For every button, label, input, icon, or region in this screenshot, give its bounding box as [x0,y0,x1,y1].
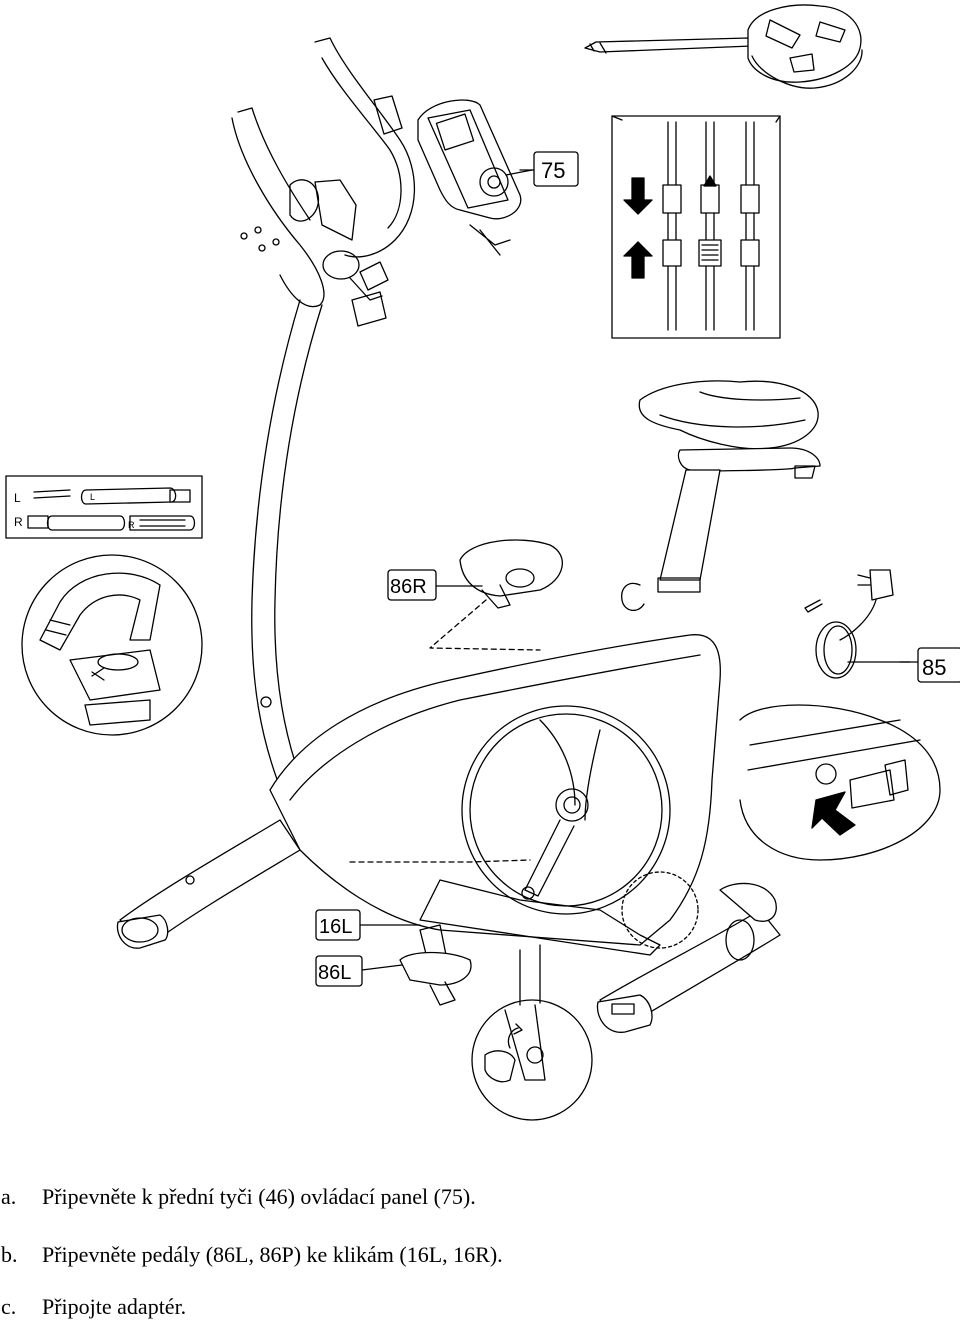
callout-box-86r [387,569,437,601]
step-letter: b. [1,1242,18,1267]
seat [621,380,821,611]
step-text: Připevněte k přední tyči (46) ovládací p… [42,1184,476,1209]
handlebar [231,37,416,327]
callout-box-75 [533,151,579,187]
screws-icon [240,226,280,252]
strap-detail-box [5,475,203,539]
callout-label-75: 75 [541,158,565,183]
front-stabilizer [116,819,301,949]
callout-box-85 [917,647,960,683]
console-unit [417,99,533,256]
right-pedal [435,539,563,609]
left-pedal [399,924,472,1006]
rear-stabilizer [596,871,781,1033]
step-letter: a. [1,1184,17,1209]
wrench-tool-icon [584,4,863,89]
strap-left-mark: L [14,491,21,505]
callout-label-86r: 86R [390,576,427,598]
frame-downtube [251,299,323,801]
assembly-illustration: 75 85 86R 16L 86L L R L R [5,4,960,1121]
callout-leaders [359,169,919,971]
strap-left-inner-mark: L [90,492,95,502]
strap-circle-detail [21,554,203,736]
callout-label-85: 85 [922,655,946,680]
power-adapter [804,569,911,679]
step-letter: c. [1,1294,17,1319]
strap-right-mark: R [14,515,23,529]
crank-detail-circle [471,944,593,1121]
wiring-detail-box [611,115,781,339]
step-text: Připevněte pedály (86L, 86P) ke klikám (… [42,1242,503,1267]
callout-box-16l [315,909,361,941]
step-text: Připojte adaptér. [42,1294,187,1319]
callout-box-86l [315,955,363,987]
callout-label-86l: 86L [318,962,351,984]
flywheel-housing [269,634,721,956]
strap-right-inner-mark: R [128,520,135,530]
dashed-leaders [349,599,541,863]
connection-detail [739,704,941,861]
callout-label-16l: 16L [319,916,352,938]
